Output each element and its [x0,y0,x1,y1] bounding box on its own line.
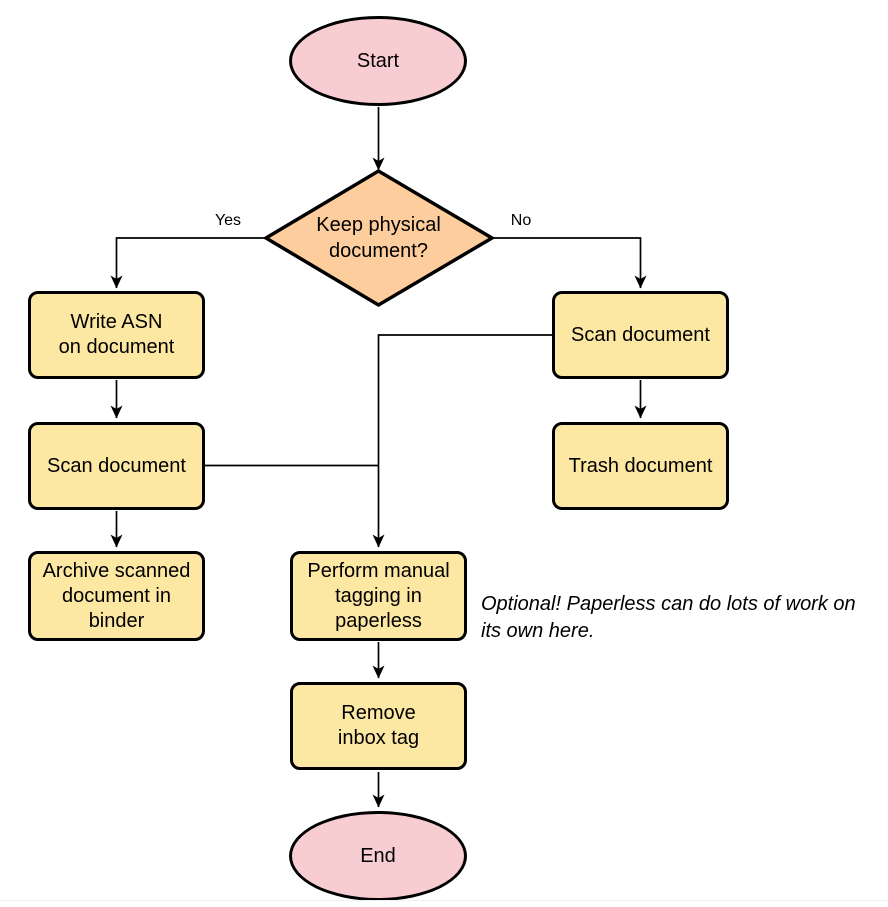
edge-decision-yes [110,237,267,289]
node-trash-document: Trash document [552,422,729,510]
node-write-asn: Write ASN on document [28,291,205,379]
node-scan-document-right: Scan document [552,291,729,379]
node-manual-tagging: Perform manual tagging in paperless [290,551,467,641]
node-decision-label: Keep physical document? [268,207,489,269]
node-archive-scanned: Archive scanned document in binder [28,551,205,641]
node-trash-document-label: Trash document [568,454,713,477]
node-remove-inbox-tag-label: Remove inbox tag [337,702,420,749]
edge-decision-no [491,237,647,289]
node-scan-document-left-label: Scan document [47,454,186,477]
optional-note: Optional! Paperless can do lots of work … [481,593,856,642]
node-scan-document-left: Scan document [28,422,205,510]
node-end: End [289,811,467,901]
node-remove-inbox-tag: Remove inbox tag [290,682,467,770]
node-end-label: End [360,844,396,867]
decision-diamond-shape [262,168,496,308]
edge-label-no: No [510,212,532,229]
node-manual-tagging-label: Perform manual tagging in paperless [307,559,450,632]
node-start: Start [289,16,467,106]
node-write-asn-label: Write ASN on document [58,311,175,358]
decision-text: Keep physical document? [316,214,441,262]
page-bottom-divider [0,900,888,901]
edge-scanright-to-tagging [372,334,552,548]
node-archive-scanned-label: Archive scanned document in binder [42,559,191,632]
node-start-label: Start [356,49,400,72]
edge-label-yes: Yes [214,212,242,229]
node-scan-document-right-label: Scan document [571,323,710,346]
